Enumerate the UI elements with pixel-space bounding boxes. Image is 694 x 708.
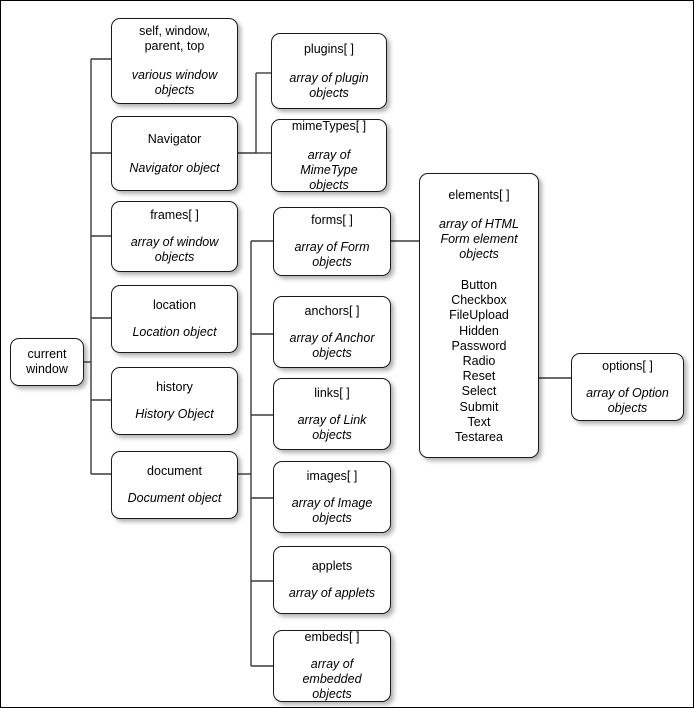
node-title: mimeTypes[ ] <box>291 118 367 133</box>
node-description: array of HTML Form element objects <box>439 217 519 261</box>
node-description: History Object <box>135 407 214 421</box>
node-anchors[interactable]: anchors[ ] array of Anchor objects <box>273 296 391 368</box>
node-location[interactable]: location Location object <box>111 285 238 353</box>
node-description: Navigator object <box>129 160 220 175</box>
node-title: self, window, parent, top <box>139 24 210 53</box>
node-title: anchors[ ] <box>304 303 360 318</box>
node-embeds[interactable]: embeds[ ] array of embedded objects <box>273 630 391 702</box>
node-title: images[ ] <box>306 468 358 483</box>
node-title: applets <box>311 559 353 573</box>
node-description: various window objects <box>131 68 218 97</box>
node-title: forms[ ] <box>311 213 353 227</box>
node-title: Navigator <box>147 131 202 146</box>
node-title: embeds[ ] <box>304 630 360 644</box>
node-history[interactable]: history History Object <box>111 367 238 435</box>
node-description: array of applets <box>288 586 376 600</box>
node-description: array of MimeType objects <box>300 147 358 192</box>
node-plugins[interactable]: plugins[ ] array of plugin objects <box>271 33 387 109</box>
node-description: Document object <box>127 491 222 505</box>
node-description: array of Form objects <box>294 240 370 269</box>
node-title: elements[ ] <box>448 188 510 202</box>
node-title: plugins[ ] <box>303 41 355 56</box>
node-document[interactable]: document Document object <box>111 451 238 519</box>
node-title: history <box>156 380 193 394</box>
node-mimetypes[interactable]: mimeTypes[ ] array of MimeType objects <box>271 119 387 192</box>
node-description: array of Image objects <box>291 495 373 525</box>
node-current-window[interactable]: current window <box>10 338 84 386</box>
node-title: links[ ] <box>314 385 350 400</box>
node-links[interactable]: links[ ] array of Link objects <box>273 378 391 450</box>
node-description: array of Link objects <box>297 412 367 442</box>
node-applets[interactable]: applets array of applets <box>273 546 391 614</box>
node-self-window-parent-top[interactable]: self, window, parent, top various window… <box>111 18 238 104</box>
node-options[interactable]: options[ ] array of Option objects <box>571 353 684 421</box>
node-title: current window <box>26 347 68 376</box>
node-title: frames[ ] <box>150 208 199 222</box>
node-images[interactable]: images[ ] array of Image objects <box>273 461 391 533</box>
node-title: document <box>147 464 202 478</box>
node-forms[interactable]: forms[ ] array of Form objects <box>273 207 391 276</box>
node-description: array of Option objects <box>586 385 669 415</box>
element-type-list: Button Checkbox FileUpload Hidden Passwo… <box>449 278 509 445</box>
node-elements[interactable]: elements[ ] array of HTML Form element o… <box>419 173 539 458</box>
node-frames[interactable]: frames[ ] array of window objects <box>111 201 238 272</box>
node-description: Location object <box>132 325 217 339</box>
node-description: array of plugin objects <box>289 70 369 100</box>
node-description: array of embedded objects <box>302 657 362 701</box>
node-navigator[interactable]: Navigator Navigator object <box>111 116 238 191</box>
node-description: array of Anchor objects <box>289 330 375 360</box>
node-title: options[ ] <box>602 358 653 373</box>
node-title: location <box>152 298 197 312</box>
node-description: array of window objects <box>130 235 219 264</box>
